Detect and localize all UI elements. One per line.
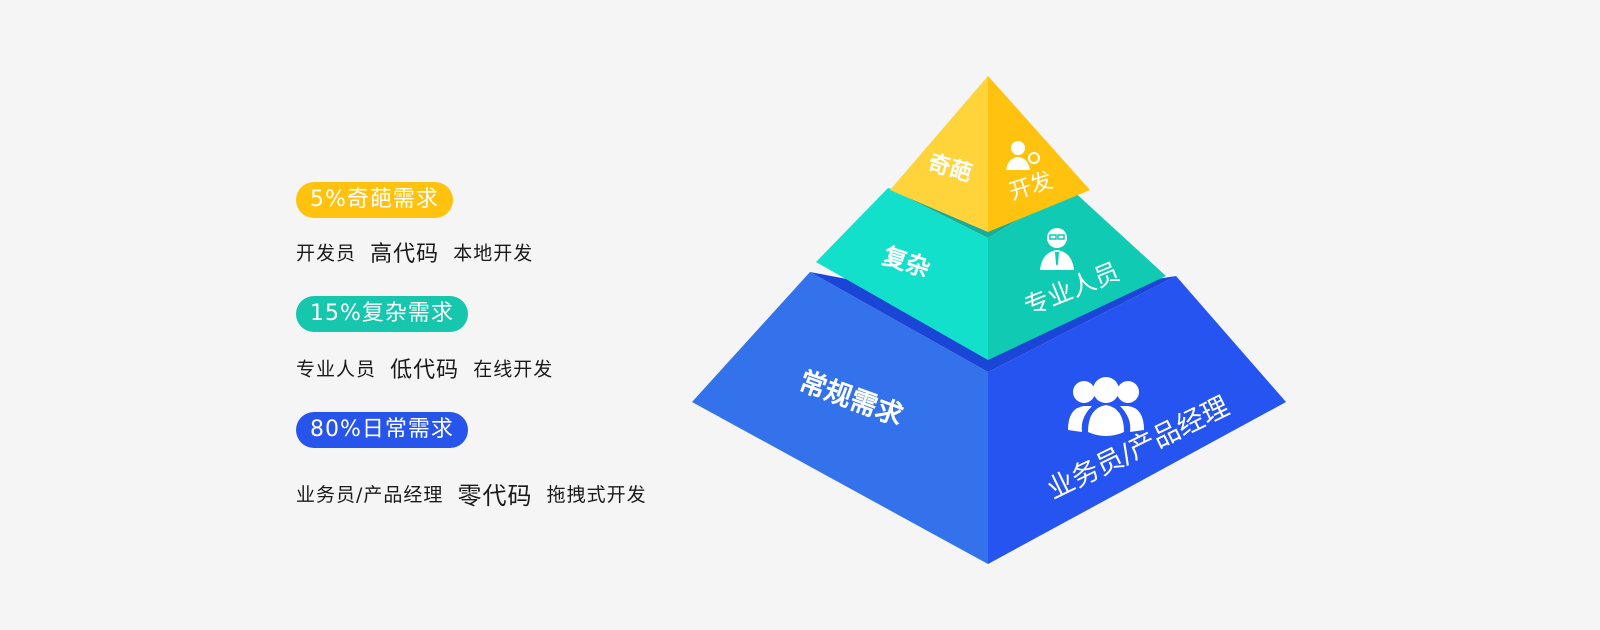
tier-middle-left-face — [816, 188, 988, 360]
legend-dev-mode: 本地开发 — [453, 242, 534, 265]
tier-top-left-face — [890, 76, 988, 232]
badge-complex-demand: 15%复杂需求 — [296, 296, 468, 332]
legend-row-daily: 业务员/产品经理 零代码 拖拽式开发 — [296, 476, 647, 511]
professional-icon — [1040, 228, 1074, 270]
developer-icon — [1006, 141, 1040, 170]
pyramid-tier-top: 奇葩 开发 — [890, 76, 1090, 232]
legend-row-odd: 开发员 高代码 本地开发 — [296, 236, 533, 268]
legend-code-type: 低代码 — [390, 358, 460, 383]
legend-dev-mode: 在线开发 — [473, 358, 554, 381]
legend-role: 开发员 — [296, 242, 357, 265]
tier-bottom-left-face — [692, 272, 988, 564]
badge-odd-demand: 5%奇葩需求 — [296, 182, 453, 218]
legend-code-type: 零代码 — [457, 482, 533, 510]
legend-role: 业务员/产品经理 — [296, 484, 444, 506]
legend-code-type: 高代码 — [370, 242, 440, 267]
legend-row-complex: 专业人员 低代码 在线开发 — [296, 352, 553, 384]
legend-role: 专业人员 — [296, 358, 377, 381]
legend-dev-mode: 拖拽式开发 — [546, 484, 647, 506]
tier-middle-right-face — [988, 188, 1166, 360]
tier-top-right-face — [988, 76, 1090, 232]
user-group-icon — [1068, 377, 1144, 436]
badge-daily-demand: 80%日常需求 — [296, 412, 468, 448]
